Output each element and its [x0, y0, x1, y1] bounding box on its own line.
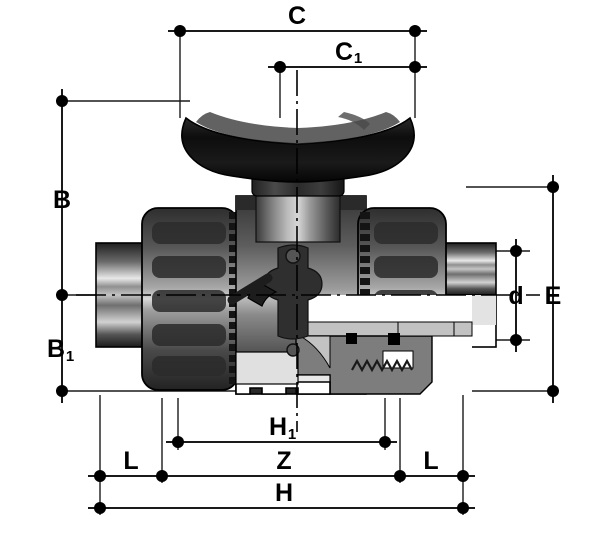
- dim-label-B1: B: [47, 335, 65, 363]
- dim-label-H1-subscript: 1: [288, 426, 296, 443]
- dimension-endpoint-dots: [56, 25, 559, 514]
- dim-label-H1: H: [269, 413, 287, 441]
- handle-lever: [181, 112, 415, 183]
- dim-label-Z: Z: [276, 447, 291, 475]
- dim-label-C: C: [288, 2, 306, 30]
- dim-label-H: H: [275, 479, 293, 507]
- dim-label-d: d: [508, 282, 523, 310]
- dimension-lines-horizontal: [88, 30, 475, 509]
- dim-label-C1: C: [335, 38, 353, 66]
- dimension-lines-vertical: [61, 89, 554, 403]
- dim-label-B: B: [53, 186, 71, 214]
- dim-label-E: E: [545, 282, 562, 310]
- section-cutaway: [235, 295, 473, 395]
- dim-label-L-left: L: [123, 447, 138, 475]
- dimension-extension-lines: [62, 31, 553, 515]
- dimension-labels: C C 1 B B 1 d E H 1 Z L L H: [47, 2, 561, 507]
- nut-serrations-right: [360, 212, 370, 296]
- o-ring-seal: [388, 333, 400, 345]
- thread-profile: [351, 358, 413, 373]
- dim-label-B1-subscript: 1: [66, 348, 74, 365]
- dim-label-L-right: L: [423, 447, 438, 475]
- o-ring-seal: [346, 333, 357, 344]
- union-nut-left: [141, 207, 240, 391]
- dim-label-C1-subscript: 1: [354, 50, 362, 67]
